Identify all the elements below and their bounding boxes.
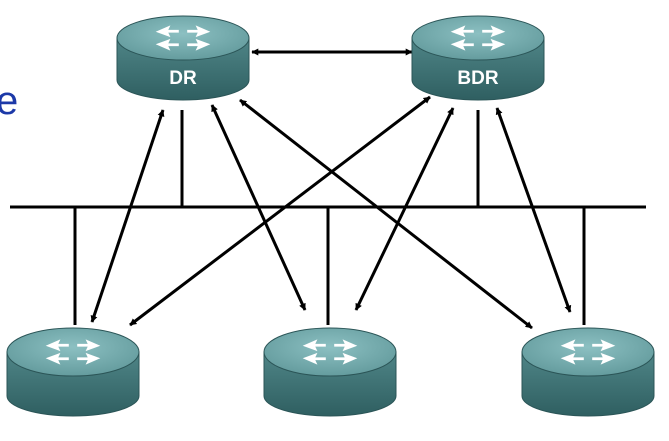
adjacency-bdr-router-3 (495, 107, 572, 313)
partial-edge-text: e (0, 79, 18, 123)
router-top (6, 327, 140, 377)
adjacency-bdr-router-2 (354, 107, 455, 311)
adjacency-arrows (90, 48, 572, 330)
router-top (116, 15, 250, 61)
adjacency-dr-router-3 (239, 98, 533, 330)
router-2[interactable] (263, 327, 397, 417)
router-top (521, 327, 655, 377)
router-dr[interactable]: DR (116, 15, 250, 101)
router-label-dr: DR (169, 68, 197, 89)
router-bdr[interactable]: BDR (411, 15, 545, 101)
router-1[interactable] (6, 327, 140, 417)
router-3[interactable] (521, 327, 655, 417)
router-top (263, 327, 397, 377)
router-label-bdr: BDR (457, 68, 498, 89)
adjacency-dr-router-1 (90, 109, 165, 323)
router-top (411, 15, 545, 61)
